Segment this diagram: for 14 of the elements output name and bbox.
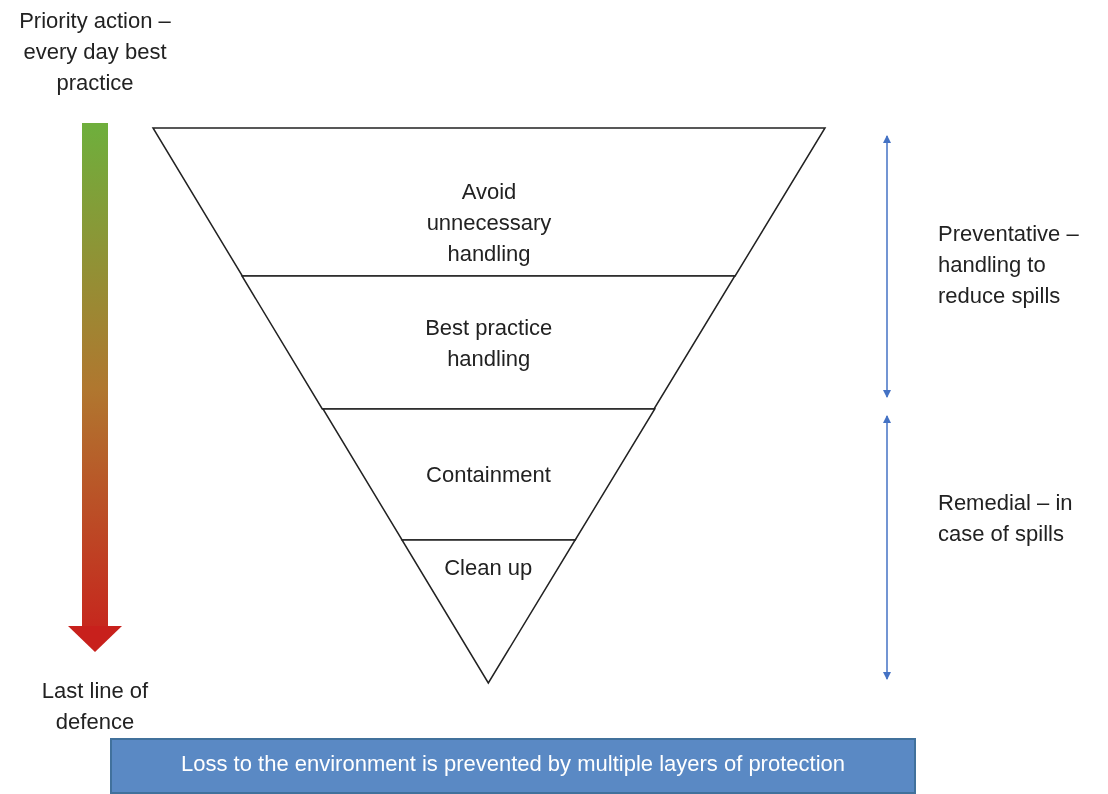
pyramid-band (322, 409, 655, 540)
pyramid-band (401, 540, 575, 683)
summary-banner: Loss to the environment is prevented by multiple layers of protection (110, 738, 916, 794)
band-label: Avoid unnecessary handling (425, 178, 553, 268)
pyramid-band (242, 276, 736, 409)
gradient-arrow (68, 123, 122, 652)
scale-end-label: Priority action – every day best practice (15, 5, 175, 100)
band-label: Best practice handling (424, 313, 554, 373)
range-label: Remedial – in case of spills (938, 489, 1074, 548)
scale-end-label: Last line of defence (25, 675, 165, 739)
range-label: Preventative – handling to reduce spills (938, 220, 1080, 310)
band-label: Containment (425, 461, 552, 489)
band-label: Clean up (443, 554, 534, 582)
pyramid-band (153, 128, 825, 276)
